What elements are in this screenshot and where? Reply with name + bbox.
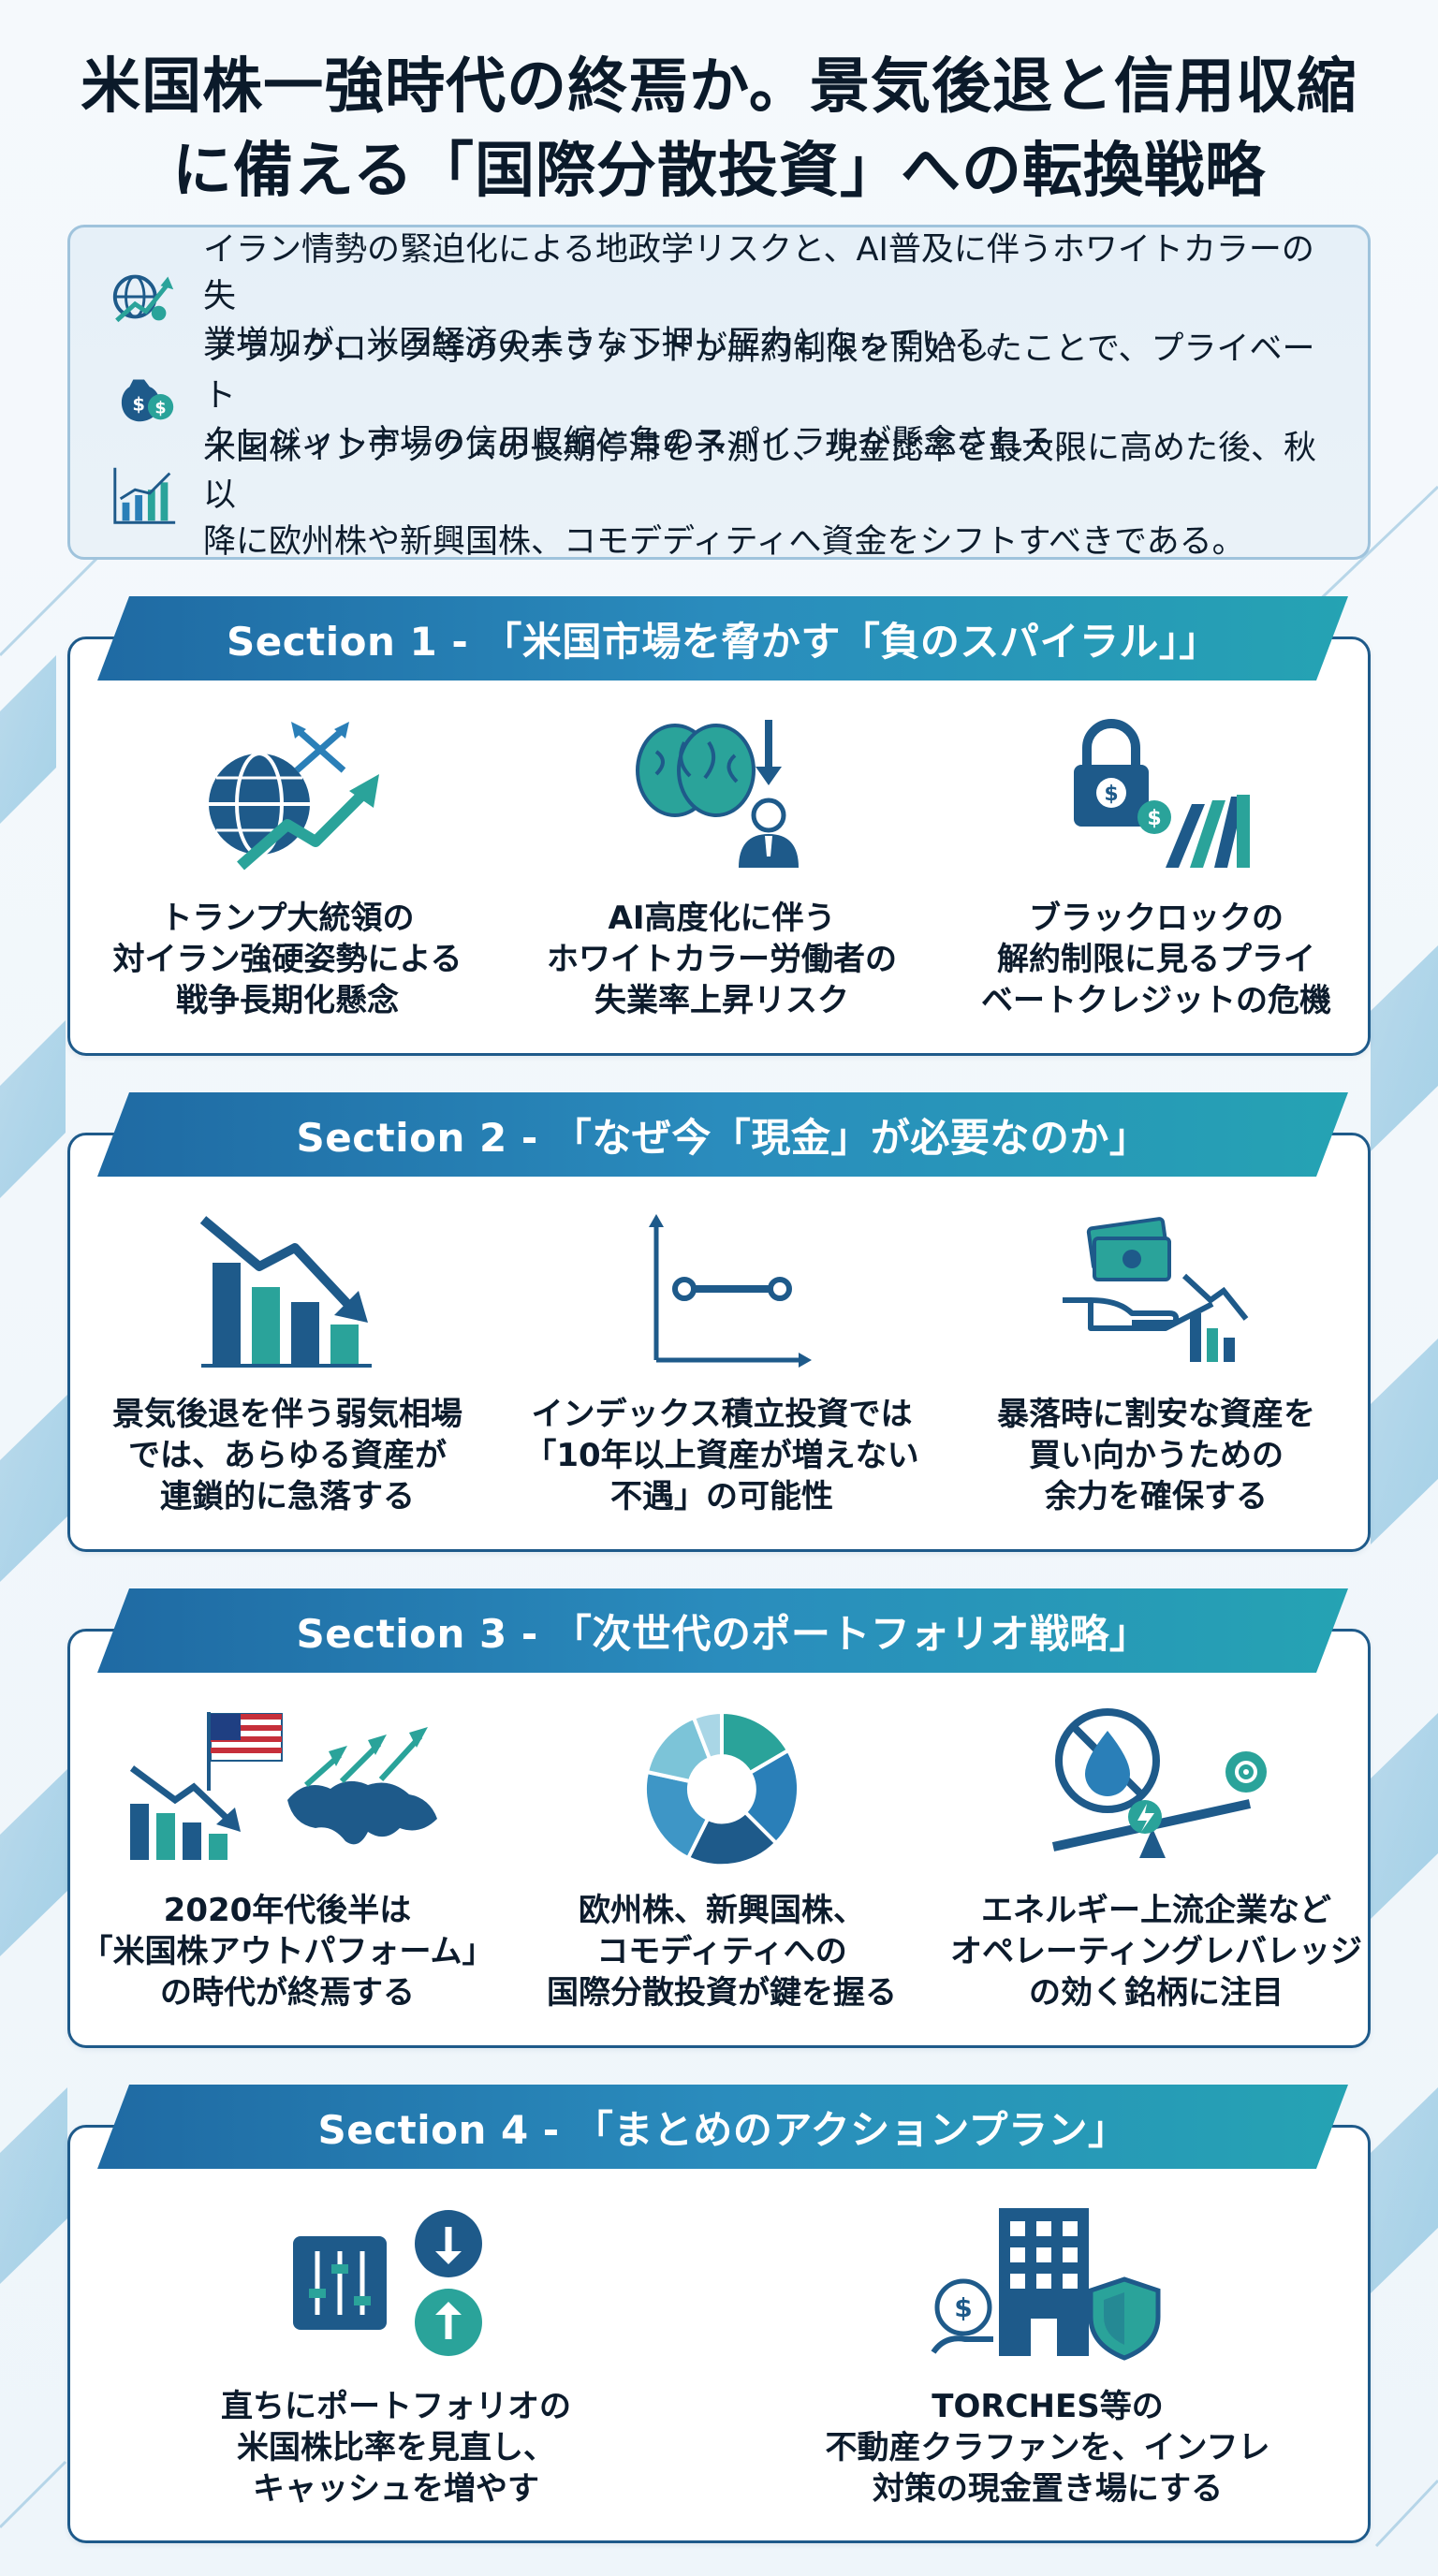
- section-3-item-text: エネルギー上流企業など オペレーティングレバレッジ の効く銘柄に注目: [950, 1892, 1362, 2012]
- section-3-banner: Section 3 - 「次世代のポートフォリオ戦略」: [97, 1588, 1348, 1673]
- section-4-banner: Section 4 - 「まとめのアクションプラン」: [97, 2085, 1348, 2169]
- section-1-banner: Section 1 - 「米国市場を脅かす「負のスパイラル」」: [97, 596, 1348, 681]
- brain-worker-icon: [636, 720, 799, 868]
- section-1-card: トランプ大統領の 対イラン強硬姿勢による 戦争長期化懸念 AI高度化に伴う ホワ…: [67, 637, 1371, 1056]
- svg-text:$: $: [154, 400, 166, 418]
- summary-item: イラン情勢の緊迫化による地政学リスクと、AI普及に伴うホワイトカラーの失 業増加…: [108, 231, 1340, 362]
- section-2-item: インデックス積立投資では 「10年以上資産が増えない 不遇」の可能性: [505, 1210, 939, 1517]
- svg-text:$: $: [1147, 807, 1161, 830]
- svg-text:$: $: [132, 394, 145, 416]
- section-2-item-text: インデックス積立投資では 「10年以上資産が増えない 不遇」の可能性: [524, 1396, 919, 1515]
- section-4-item: 直ちにポートフォリオの 米国株比率を見直し、 キャッシュを増やす: [70, 2203, 722, 2510]
- section-1-item: AI高度化に伴う ホワイトカラー労働者の 失業率上昇リスク: [505, 714, 939, 1021]
- summary-item: 米国株インデックスの長期停滞を予測し、現金比率を最大限に高めた後、秋以 降に欧州…: [108, 430, 1340, 561]
- section-1-item-text: トランプ大統領の 対イラン強硬姿勢による 戦争長期化懸念: [112, 900, 462, 1019]
- lock-dominoes-icon: $ $: [1074, 719, 1250, 868]
- section-2-item: 暴落時に割安な資産を 買い向かうための 余力を確保する: [939, 1210, 1373, 1517]
- svg-text:$: $: [1104, 783, 1118, 806]
- bar-growth-icon: [113, 467, 176, 524]
- page-title-line-2: に備える「国際分散投資」への転換戦略: [171, 137, 1267, 206]
- summary-text: 米国株インデックスの長期停滞を予測し、現金比率を最大限に高めた後、秋以 降に欧州…: [203, 430, 1316, 561]
- section-2-item-text: 景気後退を伴う弱気相場 では、あらゆる資産が 連鎖的に急落する: [112, 1396, 462, 1515]
- us-flag-world-map-icon: [129, 1712, 437, 1860]
- section-2-banner: Section 2 - 「なぜ今「現金」が必要なのか」: [97, 1092, 1348, 1177]
- summary-text: イラン情勢の緊迫化による地政学リスクと、AI普及に伴うホワイトカラーの失 業増加…: [203, 231, 1314, 362]
- summary-box: イラン情勢の緊迫化による地政学リスクと、AI普及に伴うホワイトカラーの失 業増加…: [67, 225, 1371, 561]
- section-3-item: エネルギー上流企業など オペレーティングレバレッジ の効く銘柄に注目: [939, 1706, 1373, 2013]
- section-3-item: 欧州株、新興国株、 コモディティへの 国際分散投資が鍵を握る: [505, 1706, 939, 2013]
- section-4-item-text: 直ちにポートフォリオの 米国株比率を見直し、 キャッシュを増やす: [221, 2388, 571, 2508]
- donut-chart-icon: [643, 1709, 801, 1866]
- section-3-item-text: 2020年代後半は 「米国株アウトパフォーム」 の時代が終焉する: [81, 1892, 494, 2012]
- section-4-card: 直ちにポートフォリオの 米国株比率を見直し、 キャッシュを増やす $ TORCH…: [67, 2125, 1371, 2543]
- section-2-item-text: 暴落時に割安な資産を 買い向かうための 余力を確保する: [997, 1396, 1315, 1515]
- section-2-card: 景気後退を伴う弱気相場 では、あらゆる資産が 連鎖的に急落する インデックス積立…: [67, 1133, 1371, 1552]
- section-4-item-text: TORCHES等の 不動産クラファンを、インフレ 対策の現金置き場にする: [825, 2388, 1270, 2508]
- svg-text:$: $: [954, 2292, 972, 2323]
- section-2-item: 景気後退を伴う弱気相場 では、あらゆる資産が 連鎖的に急落する: [70, 1210, 505, 1517]
- money-bag-icon: $ $: [121, 379, 174, 422]
- energy-balance-icon: [1051, 1708, 1267, 1858]
- section-3-item-text: 欧州株、新興国株、 コモディティへの 国際分散投資が鍵を握る: [547, 1892, 897, 2012]
- section-1-item: $ $ ブラックロックの 解約制限に見るプライ ベートクレジットの危機: [939, 714, 1373, 1021]
- section-1-item: トランプ大統領の 対イラン強硬姿勢による 戦争長期化懸念: [70, 714, 505, 1021]
- section-1-item-text: AI高度化に伴う ホワイトカラー労働者の 失業率上昇リスク: [547, 900, 897, 1019]
- section-1-item-text: ブラックロックの 解約制限に見るプライ ベートクレジットの危機: [981, 900, 1331, 1019]
- section-4-item: $ TORCHES等の 不動産クラファンを、インフレ 対策の現金置き場にする: [722, 2203, 1373, 2510]
- flat-line-chart-icon: [649, 1214, 812, 1368]
- falling-bars-icon: [199, 1216, 372, 1368]
- globe-chart-icon: [112, 274, 174, 323]
- page-title-line-1: 米国株一強時代の終焉か。景気後退と信用収縮: [81, 52, 1357, 122]
- globe-conflict-icon: [209, 722, 379, 871]
- summary-item: $ $ ブラックロック等の大手ファンドが解約制限を開始したことで、プライベート …: [108, 330, 1340, 461]
- section-3-item: 2020年代後半は 「米国株アウトパフォーム」 の時代が終焉する: [70, 1706, 505, 2013]
- building-shield-icon: $: [931, 2208, 1161, 2361]
- summary-text: ブラックロック等の大手ファンドが解約制限を開始したことで、プライベート クレジッ…: [203, 330, 1315, 461]
- sliders-arrows-icon: [293, 2210, 482, 2356]
- section-3-card: 2020年代後半は 「米国株アウトパフォーム」 の時代が終焉する 欧州株、新興国…: [67, 1629, 1371, 2048]
- page-title: 米国株一強時代の終焉か。景気後退と信用収縮 に備える「国際分散投資」への転換戦略: [37, 45, 1401, 213]
- cash-hand-icon: [1063, 1217, 1249, 1362]
